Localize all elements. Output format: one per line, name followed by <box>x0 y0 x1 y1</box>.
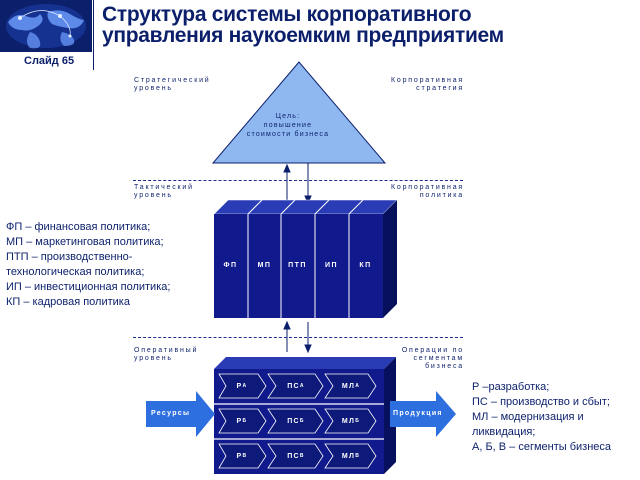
world-map-logo <box>0 0 92 52</box>
ops-chevrons <box>218 373 377 469</box>
policy-mp: МП <box>257 261 272 269</box>
operations-legend: Р –разработка; ПС – производство и сбыт;… <box>472 381 612 453</box>
products-arrow <box>390 391 456 437</box>
policy-block-top <box>213 199 398 215</box>
goal-triangle <box>211 61 387 164</box>
policy-block-front <box>214 214 383 318</box>
products-label: Продукция <box>393 410 443 417</box>
ops-block-top <box>214 357 396 369</box>
policy-ptp: ПТП <box>288 261 307 269</box>
policy-block-side <box>383 200 397 318</box>
arrow-down-head <box>304 195 312 205</box>
policy-fp: ФП <box>223 261 238 269</box>
slide-title: Структура системы корпоративного управле… <box>102 3 504 47</box>
operational-separator <box>133 337 463 338</box>
resources-arrow <box>146 391 215 437</box>
header-divider <box>93 0 94 70</box>
policy-legend: ФП – финансовая политика; МП – маркетинг… <box>6 221 171 308</box>
arrow-up-head <box>283 163 291 173</box>
policy-ip: ИП <box>324 261 339 269</box>
resources-label: Ресурсы <box>151 410 191 417</box>
tactical-separator <box>133 180 463 181</box>
policy-kp: КП <box>359 261 372 269</box>
slide-number: Слайд 65 <box>24 55 75 67</box>
